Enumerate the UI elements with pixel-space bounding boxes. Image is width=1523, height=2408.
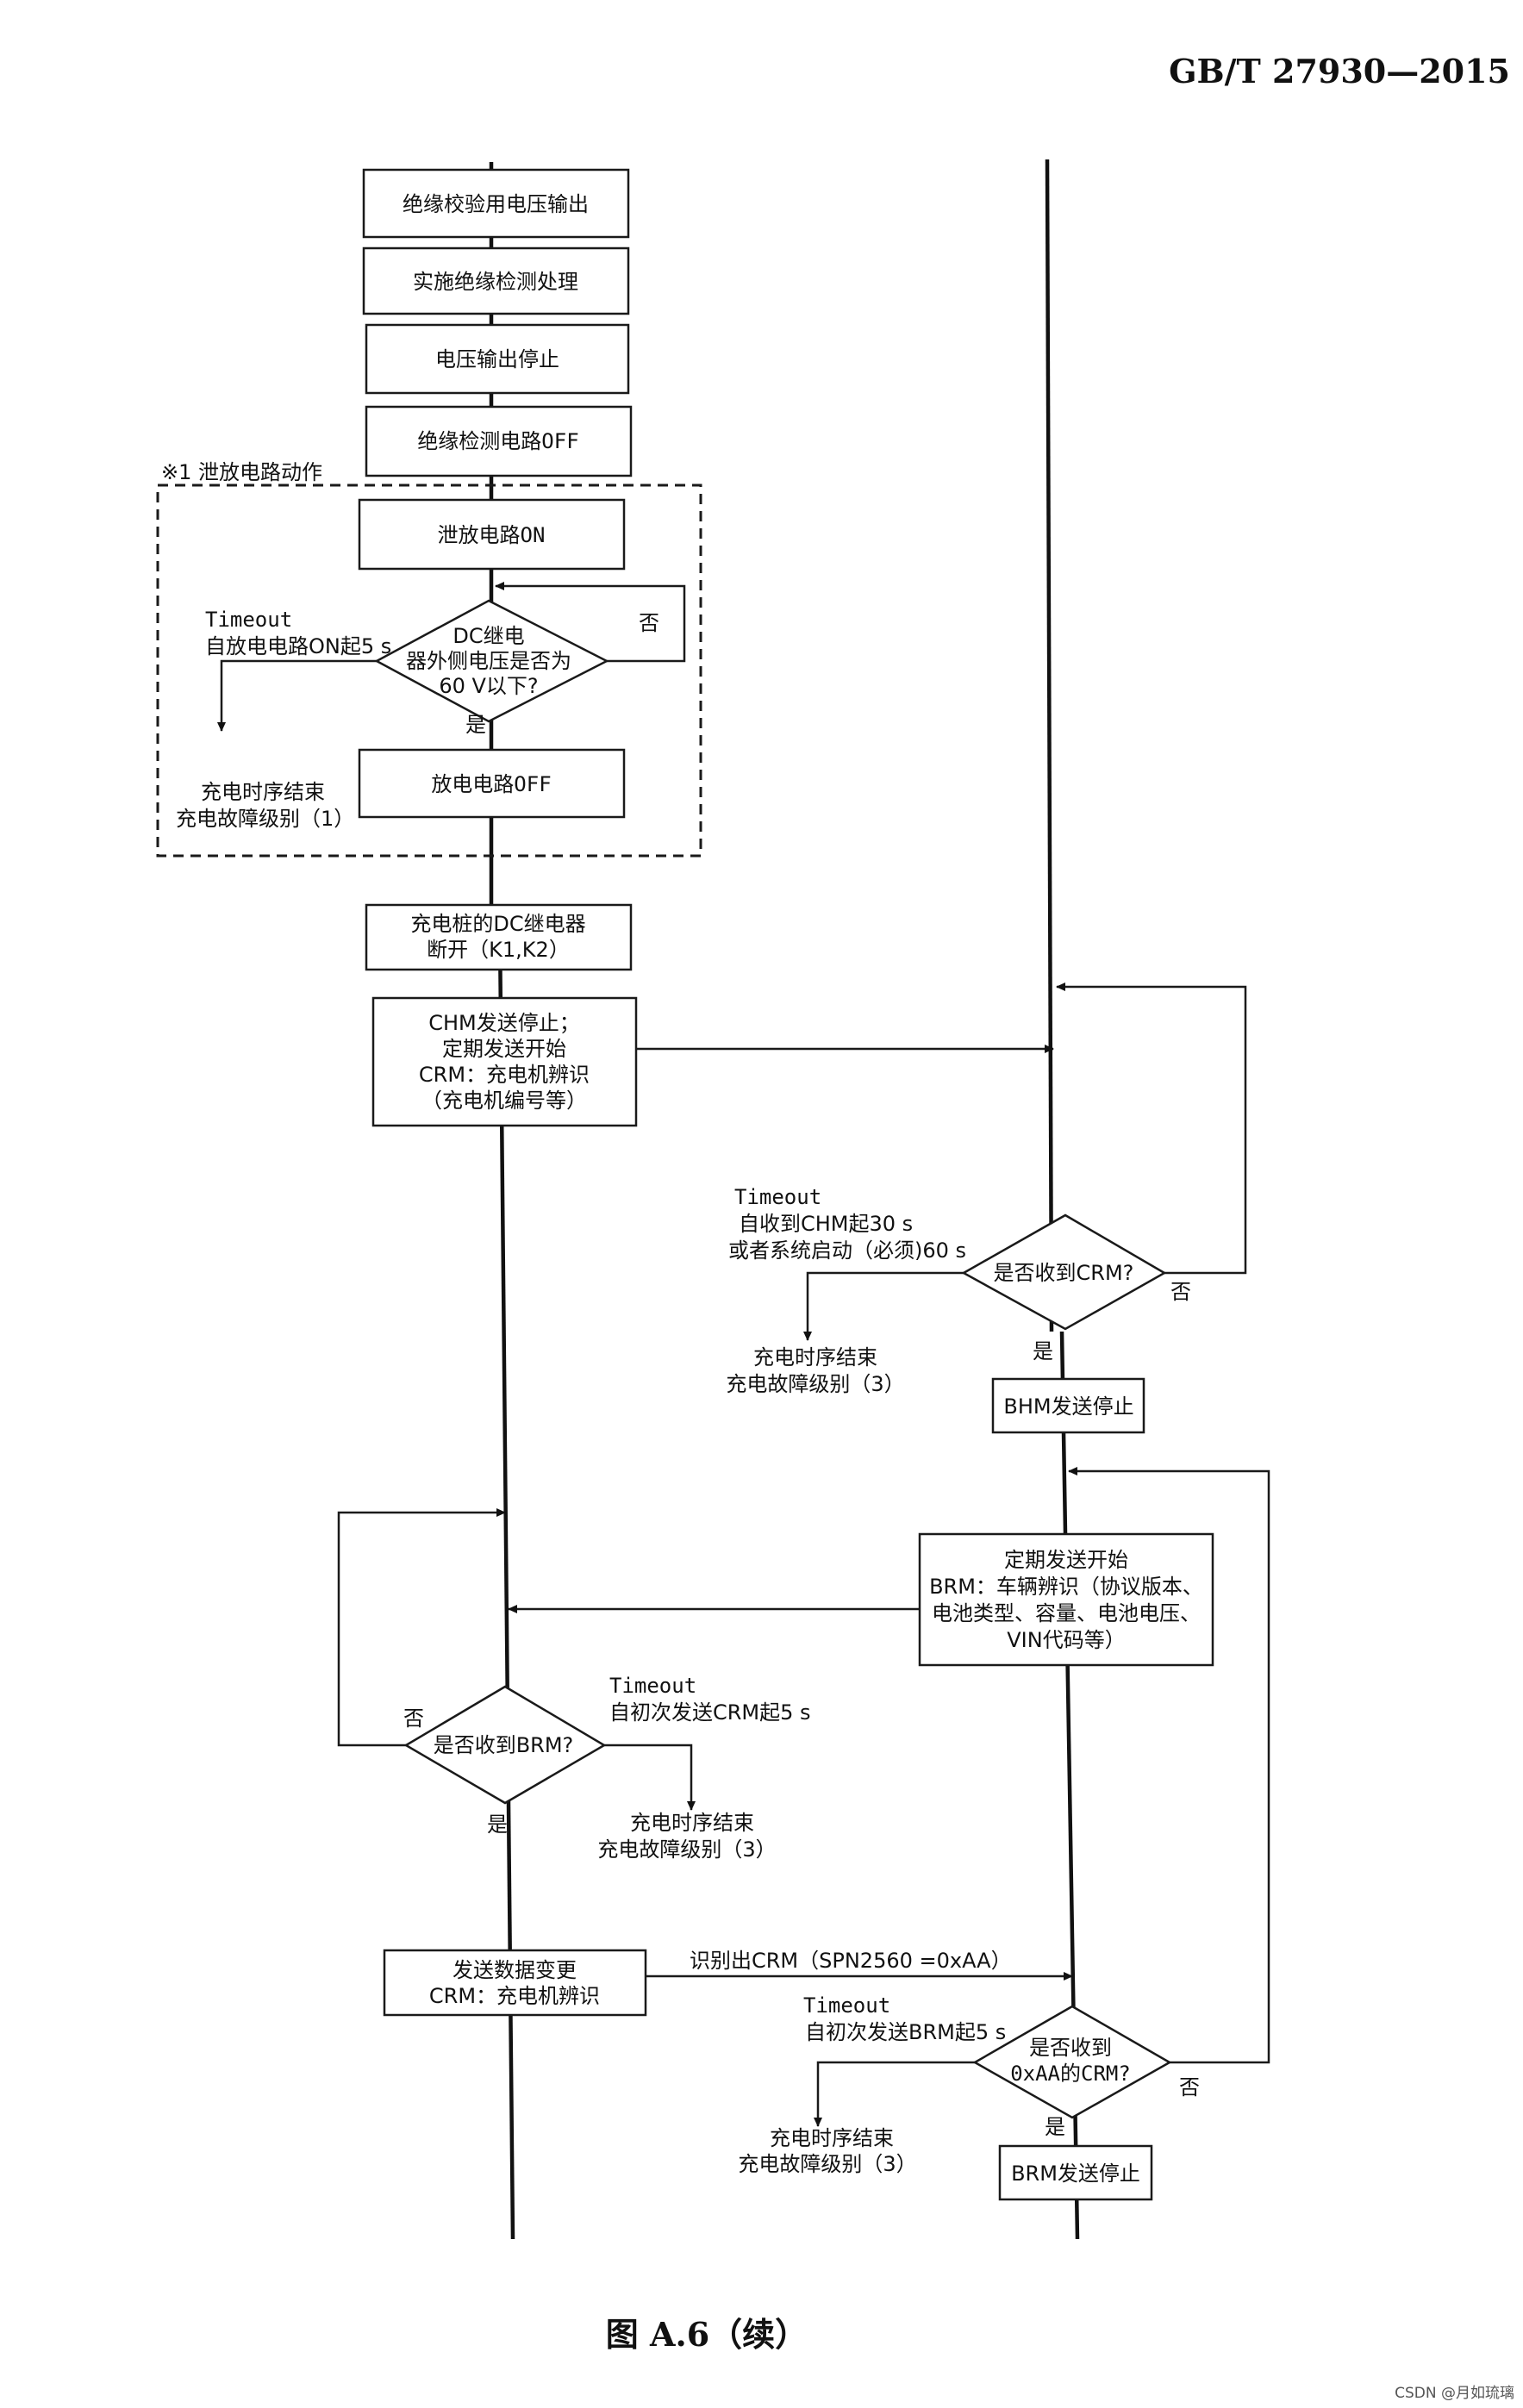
end-level3-c-line1: 充电时序结束 [770, 2126, 894, 2150]
crm-received-no-label: 否 [1170, 1280, 1191, 1304]
crm-aa-no-loop [1068, 1467, 1270, 2064]
end-level3-c-line2: 充电故障级别（3） [738, 2152, 916, 2176]
svg-text:是否收到CRM?: 是否收到CRM? [994, 1261, 1134, 1285]
crm-received-decision: 是否收到CRM? [961, 1213, 1167, 1331]
end-level3-a-line1: 充电时序结束 [753, 1345, 877, 1369]
brm-received-yes-label: 是 [487, 1812, 508, 1837]
timeout-crm-aa-line2: 自初次发送BRM起5 s [805, 2020, 1006, 2044]
svg-text:实施绝缘检测处理: 实施绝缘检测处理 [413, 270, 578, 294]
timeout-crm-line3: 或者系统启动（必须)60 s [728, 1238, 966, 1263]
svg-text:电池类型、容量、电池电压、: 电池类型、容量、电池电压、 [932, 1601, 1201, 1625]
end-level3-b-line1: 充电时序结束 [630, 1811, 754, 1835]
bhm-stop-box: BHM发送停止 [991, 1377, 1145, 1434]
chm-stop-crm-start-box: CHM发送停止； 定期发送开始 CRM：充电机辨识 （充电机编号等） [371, 996, 638, 1127]
svg-text:发送数据变更: 发送数据变更 [453, 1958, 577, 1982]
brm-received-no-label: 否 [403, 1706, 424, 1731]
standard-code: GB/T 27930—2015 [1169, 52, 1510, 90]
crm-aa-timeout-arrow [814, 2061, 975, 2127]
discharge-off-box: 放电电路OFF [358, 748, 626, 819]
brm-stop-box: BRM发送停止 [998, 2144, 1153, 2201]
figure-caption: 图 A.6（续） [606, 2315, 808, 2354]
svg-text:定期发送开始: 定期发送开始 [1004, 1548, 1128, 1572]
crm-received-no-loop [1056, 983, 1247, 1275]
svg-text:（充电机编号等）: （充电机编号等） [421, 1089, 587, 1113]
timeout-crm-line1: Timeout [734, 1185, 821, 1209]
svg-text:是否收到BRM?: 是否收到BRM? [434, 1733, 574, 1757]
svg-text:VIN代码等）: VIN代码等） [1007, 1628, 1125, 1652]
dc-voltage-yes-label: 是 [465, 713, 486, 737]
crm-aa-decision: 是否收到 0xAA的CRM? [972, 2005, 1172, 2119]
svg-text:绝缘检测电路OFF: 绝缘检测电路OFF [417, 429, 578, 453]
svg-text:CRM：充电机辨识: CRM：充电机辨识 [419, 1063, 590, 1087]
dc-relay-open-box: 充电桩的DC继电器 断开（K1,K2） [365, 903, 633, 971]
end-level3-b-line2: 充电故障级别（3） [597, 1837, 776, 1862]
brm-received-no-loop [337, 1508, 506, 1747]
end-level1-line1: 充电时序结束 [201, 780, 325, 804]
svg-text:BRM发送停止: BRM发送停止 [1011, 2162, 1140, 2186]
end-level1-line2: 充电故障级别（1） [176, 807, 354, 831]
discharge-region-label: ※1 泄放电路动作 [161, 460, 322, 484]
insulation-circuit-off-box: 绝缘检测电路OFF [365, 405, 633, 477]
crm-received-yes-label: 是 [1033, 1339, 1053, 1363]
timeout-brm-line1: Timeout [609, 1674, 696, 1698]
svg-text:60 V以下?: 60 V以下? [439, 674, 538, 698]
end-level3-a-line2: 充电故障级别（3） [726, 1372, 904, 1396]
timeout-discharge-line2: 自放电电路ON起5 s [205, 634, 391, 658]
svg-text:充电桩的DC继电器: 充电桩的DC继电器 [410, 912, 585, 936]
svg-text:放电电路OFF: 放电电路OFF [431, 772, 551, 796]
svg-text:BRM：车辆辨识（协议版本、: BRM：车辆辨识（协议版本、 [929, 1575, 1203, 1599]
crm-timeout-arrow [803, 1271, 964, 1341]
svg-text:0xAA的CRM?: 0xAA的CRM? [1010, 2062, 1131, 2086]
dc-voltage-no-label: 否 [639, 611, 659, 635]
svg-text:绝缘校验用电压输出: 绝缘校验用电压输出 [403, 192, 589, 216]
timeout-discharge-line1: Timeout [205, 608, 292, 632]
voltage-output-stop-box: 电压输出停止 [365, 323, 630, 395]
brm-start-box: 定期发送开始 BRM：车辆辨识（协议版本、 电池类型、容量、电池电压、 VIN代… [918, 1532, 1214, 1667]
brm-received-decision: 是否收到BRM? [403, 1685, 607, 1805]
dc-voltage-decision: DC继电 器外侧电压是否为 60 V以下? [374, 599, 609, 723]
crm-aa-no-label: 否 [1179, 2075, 1200, 2099]
svg-text:CRM：充电机辨识: CRM：充电机辨识 [429, 1984, 600, 2008]
timeout-crm-aa-line1: Timeout [803, 1993, 890, 2018]
svg-text:电压输出停止: 电压输出停止 [435, 347, 559, 371]
brm-timeout-arrow [604, 1744, 696, 1811]
svg-text:定期发送开始: 定期发送开始 [442, 1037, 566, 1061]
svg-text:泄放电路ON: 泄放电路ON [438, 523, 546, 547]
svg-text:断开（K1,K2）: 断开（K1,K2） [427, 938, 570, 962]
svg-text:DC继电: DC继电 [453, 624, 524, 648]
timeout-brm-line2: 自初次发送CRM起5 s [609, 1700, 811, 1725]
svg-text:是否收到: 是否收到 [1029, 2036, 1112, 2060]
svg-text:BHM发送停止: BHM发送停止 [1003, 1394, 1133, 1419]
insulation-voltage-output-box: 绝缘校验用电压输出 [362, 168, 630, 239]
dc-voltage-no-loop [495, 582, 686, 663]
discharge-on-box: 泄放电路ON [358, 498, 626, 571]
watermark: CSDN @月如琉璃 [1395, 2385, 1514, 2402]
send-data-change-box: 发送数据变更 CRM：充电机辨识 [383, 1949, 647, 2017]
identify-crm-label: 识别出CRM（SPN2560 =0xAA） [690, 1949, 1012, 1973]
bms-trunk-line [1045, 159, 1080, 2240]
svg-text:器外侧电压是否为: 器外侧电压是否为 [406, 649, 571, 673]
dc-voltage-timeout-arrow [217, 659, 377, 732]
crm-aa-yes-label: 是 [1045, 2115, 1065, 2139]
insulation-detection-box: 实施绝缘检测处理 [362, 246, 630, 315]
svg-text:CHM发送停止；: CHM发送停止； [428, 1011, 580, 1035]
timeout-crm-line2: 自收到CHM起30 s [739, 1212, 913, 1236]
discharge-region [156, 483, 702, 858]
